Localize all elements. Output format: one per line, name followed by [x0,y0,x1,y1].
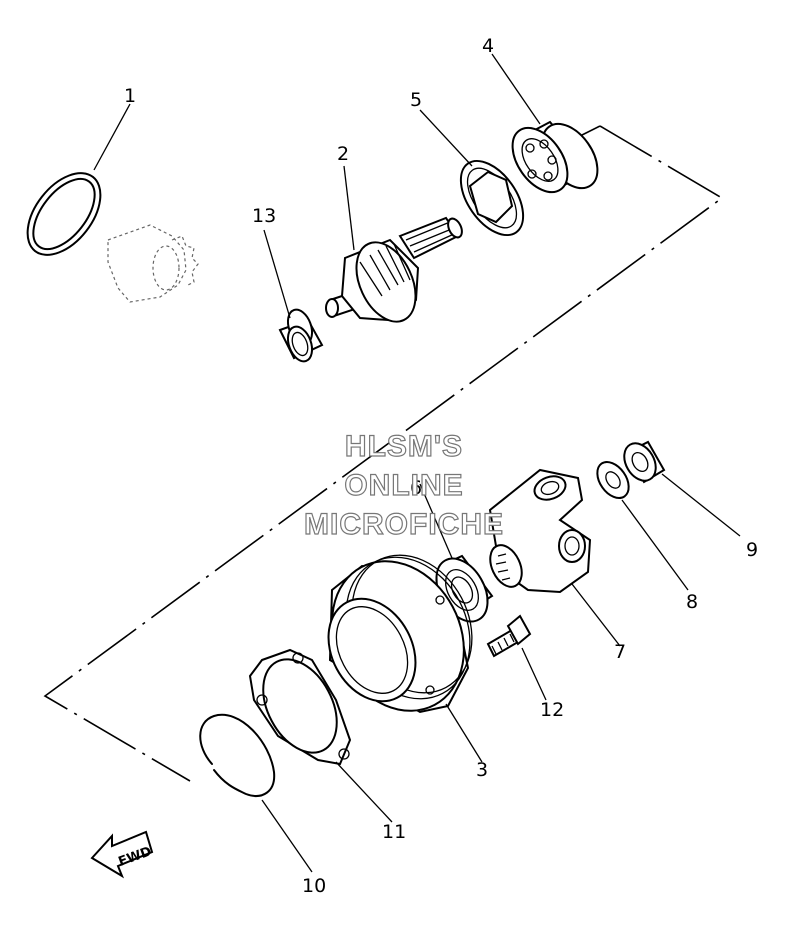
watermark-line-3: MICROFICHE [304,508,504,541]
callout-numbers: 1 2 13 4 5 6 9 8 7 12 3 11 10 [124,35,758,897]
callout-10: 10 [302,875,326,897]
callout-7: 7 [614,641,626,663]
part-3-housing [327,554,473,714]
callout-9: 9 [746,539,758,561]
part-7-yoke [488,468,592,594]
callout-5: 5 [410,89,422,111]
callout-1: 1 [124,85,136,107]
part-1-o-ring [26,172,102,256]
part-9-nut [623,440,666,484]
part-4-ball-bearing [511,120,599,194]
callout-12: 12 [540,699,564,721]
leader-lines [93,53,741,873]
watermark-line-1: HLSM'S [345,430,463,463]
part-5-hex-washer [459,159,525,237]
assembly-outline-tick [579,125,601,137]
part-8-washer [596,460,630,500]
callout-8: 8 [686,591,698,613]
callout-4: 4 [482,35,494,57]
callout-11: 11 [382,821,406,843]
reference-gear-ghost [107,224,199,303]
part-10-circlip [199,713,276,797]
part-11-gasket [248,648,352,766]
fwd-arrow: FWD [90,830,154,879]
callout-6: 6 [410,477,422,499]
part-2-gear-shaft [325,216,463,323]
watermark-line-2: ONLINE [344,469,463,502]
part-12-bolt [486,614,532,658]
callout-13: 13 [252,205,276,227]
watermark: HLSM'S ONLINE MICROFICHE [303,429,504,541]
callout-2: 2 [337,143,349,165]
callout-3: 3 [476,759,488,781]
assembly-outline [43,125,724,782]
part-13-needle-bearing [278,308,324,363]
